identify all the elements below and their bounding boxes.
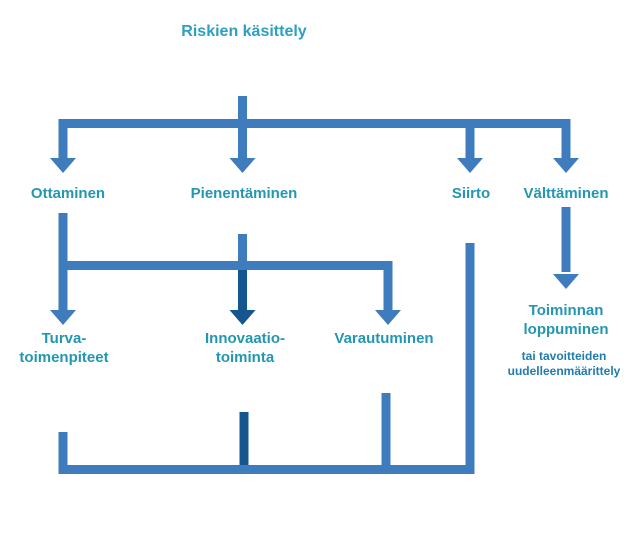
arrowhead-siirto bbox=[457, 158, 483, 173]
arrowhead-pienentaminen bbox=[229, 158, 256, 173]
arrowhead-varautuminen bbox=[375, 310, 401, 325]
node-label-toiminnan-loppuminen: Toiminnan loppuminen bbox=[523, 302, 609, 338]
arrowhead-valttaminen bbox=[553, 158, 579, 173]
arrowhead-turva bbox=[50, 310, 76, 325]
diagram-title: Riskien käsittely bbox=[181, 23, 307, 40]
arrowhead-loppuminen bbox=[553, 274, 579, 289]
node-label-ottaminen: Ottaminen bbox=[30, 185, 106, 202]
node-label-varautuminen: Varautuminen bbox=[334, 330, 434, 347]
node-label-turvatoimenpiteet: Turva- toimenpiteet bbox=[19, 330, 109, 366]
node-label-loppuminen-tarkennus: tai tavoitteiden uudelleenmäärittely bbox=[507, 349, 621, 378]
node-label-siirto: Siirto bbox=[451, 185, 491, 202]
arrowhead-innovaatio-dark bbox=[229, 310, 256, 325]
node-label-valttaminen: Välttäminen bbox=[523, 185, 609, 202]
connector-siirto-bottom-collector bbox=[58, 243, 475, 474]
node-label-innovaatiotoiminta: Innovaatio- toiminta bbox=[204, 330, 285, 366]
arrowhead-ottaminen bbox=[50, 158, 76, 173]
connector-mid-bar bbox=[58, 261, 393, 311]
node-label-pienentaminen: Pienentäminen bbox=[190, 185, 298, 202]
